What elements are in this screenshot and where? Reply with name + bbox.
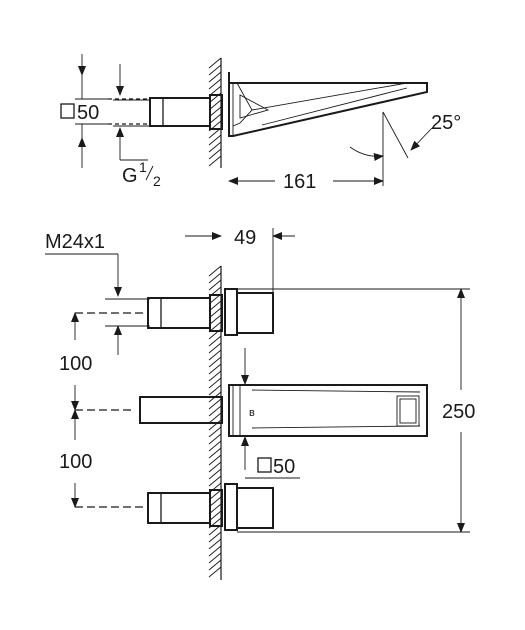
wall-hatch-line (208, 475, 222, 487)
wall-hatch-line (208, 419, 222, 431)
spout-front-view: ʙ (75, 348, 428, 470)
square-size-label-bottom: 50 (273, 456, 295, 478)
wall-hatch-line (208, 148, 222, 160)
dimension-250-label: 250 (442, 401, 475, 423)
front-view: M24x1 49 100 (45, 227, 475, 580)
thread-g-label: G (122, 165, 138, 187)
dimension-square-50-bottom: 50 (245, 456, 300, 479)
dimension-161-label: 161 (283, 171, 316, 193)
wall-hatch-line (208, 370, 222, 382)
wall-hatch-line (208, 552, 222, 564)
square-size-label-top: 50 (77, 102, 99, 124)
wall-hatch-line (208, 545, 222, 557)
wall-hatch-line (208, 426, 222, 438)
dimension-100-upper-label: 100 (59, 353, 92, 375)
angle-label: 25° (431, 112, 461, 134)
wall-hatch-line (208, 141, 222, 153)
wall-hatch-line (208, 566, 222, 578)
wall-hatch-line (208, 155, 222, 167)
thread-m24-label: M24x1 (45, 231, 105, 253)
wall-hatch-line (208, 384, 222, 396)
wall-hatch-line (208, 335, 222, 347)
brand-mark-icon: ʙ (249, 407, 255, 419)
dimension-square-50-top: 50 (60, 54, 108, 168)
upper-valve (75, 288, 274, 336)
dimension-250: 250 (237, 288, 475, 533)
wall-hatch-line (208, 356, 222, 368)
wall-hatch-line (208, 405, 222, 417)
wall-hatch-line (208, 279, 222, 291)
dimension-100-lower-label: 100 (59, 451, 92, 473)
connection-pipe-top (108, 94, 223, 130)
lower-valve (75, 483, 274, 531)
top-view: 50 G 1 2 161 25° (60, 54, 461, 193)
wall-hatch-line (208, 538, 222, 550)
wall-hatch-line (208, 349, 222, 361)
wall-hatch-line (208, 71, 222, 83)
wall-hatch-line (208, 377, 222, 389)
wall-hatch-line (208, 64, 222, 76)
wall-hatch-line (208, 134, 222, 146)
dimension-100-lower: 100 (59, 409, 92, 508)
dimension-100-upper: 100 (59, 312, 92, 411)
thread-fraction-numerator: 1 (139, 159, 147, 175)
wall-hatch-line (208, 468, 222, 480)
wall-hatch-line (208, 461, 222, 473)
wall-hatch-line (208, 559, 222, 571)
thread-m24x1: M24x1 (45, 231, 150, 355)
wall-hatch-line (208, 531, 222, 543)
wall-hatch-line (208, 57, 222, 69)
wall-hatch-line (208, 363, 222, 375)
wall-hatch-line (208, 78, 222, 90)
wall-hatch-line (208, 433, 222, 445)
dimension-49-label: 49 (234, 227, 256, 249)
wall-hatch-line (208, 272, 222, 284)
thread-g-half: G 1 2 (113, 64, 161, 189)
wall-hatch-line (208, 440, 222, 452)
dimension-49: 49 (185, 227, 295, 292)
wall-hatch-line (208, 447, 222, 459)
wall-hatch-line (208, 342, 222, 354)
spout-top-view (228, 72, 428, 137)
wall-hatch-line (208, 398, 222, 410)
angle-25-degrees: 25° (349, 111, 461, 161)
wall-hatch-line (208, 454, 222, 466)
wall-hatch-line (208, 265, 222, 277)
dimension-161: 161 (228, 112, 384, 193)
thread-fraction-denominator: 2 (153, 173, 161, 189)
wall-hatch-line (208, 412, 222, 424)
